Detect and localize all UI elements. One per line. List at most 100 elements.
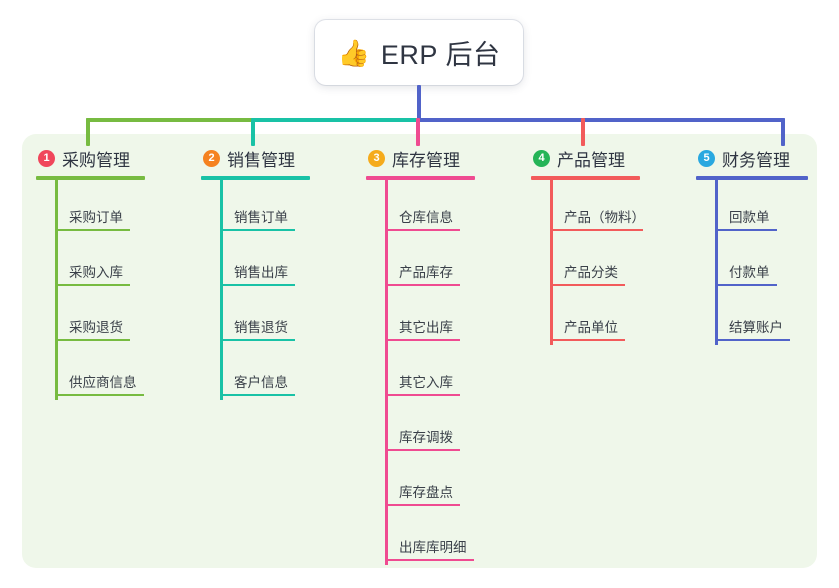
branch-items-5: 回款单付款单结算账户: [696, 180, 808, 345]
leaf-node[interactable]: 其它出库: [366, 290, 475, 345]
leaf-node-rule: [716, 339, 790, 341]
leaf-node[interactable]: 采购退货: [36, 290, 145, 345]
leaf-node-label: 供应商信息: [69, 375, 137, 390]
leaf-node-label: 付款单: [729, 265, 770, 280]
leaf-node-label: 结算账户: [729, 320, 783, 335]
branch-items-3: 仓库信息产品库存其它出库其它入库库存调拨库存盘点出库库明细: [366, 180, 475, 565]
leaf-node[interactable]: 产品（物料）: [531, 180, 645, 235]
leaf-node-rule: [386, 449, 460, 451]
leaf-node-rule: [221, 339, 295, 341]
drop-3: [416, 118, 420, 146]
leaf-node[interactable]: 采购入库: [36, 235, 145, 290]
branch-spine-3: [385, 180, 388, 565]
branch-header-5[interactable]: 5 财务管理: [696, 146, 808, 171]
leaf-node[interactable]: 产品库存: [366, 235, 475, 290]
branch-spine-2: [220, 180, 223, 400]
leaf-node[interactable]: 销售出库: [201, 235, 310, 290]
leaf-node-rule: [56, 339, 130, 341]
leaf-node-rule: [551, 339, 625, 341]
leaf-node[interactable]: 产品单位: [531, 290, 640, 345]
leaf-node-rule: [386, 559, 474, 561]
drop-5: [781, 118, 785, 146]
branch-items-4: 产品（物料） 产品分类产品单位: [531, 180, 645, 345]
drop-2: [251, 118, 255, 146]
leaf-node-label: 仓库信息: [399, 210, 453, 225]
leaf-node-label: 回款单: [729, 210, 770, 225]
branch-header-rule-5: [696, 176, 808, 180]
leaf-node[interactable]: 销售退货: [201, 290, 310, 345]
leaf-node[interactable]: 仓库信息: [366, 180, 475, 235]
branch-badge-3: 3: [368, 150, 385, 167]
root-node-content: 👍 ERP 后台: [338, 33, 501, 72]
leaf-node-rule: [386, 504, 460, 506]
leaf-node-label: 产品单位: [564, 320, 618, 335]
leaf-node-rule: [221, 229, 295, 231]
branch-badge-5: 5: [698, 150, 715, 167]
leaf-node-label: 其它出库: [399, 320, 453, 335]
drop-4: [581, 118, 585, 146]
leaf-node[interactable]: 客户信息: [201, 345, 310, 400]
leaf-node[interactable]: 销售订单: [201, 180, 310, 235]
branch-badge-2: 2: [203, 150, 220, 167]
leaf-node-label: 出库库明细: [399, 540, 467, 555]
branch-header-rule-4: [531, 176, 640, 180]
leaf-node-label: 销售订单: [234, 210, 288, 225]
leaf-node[interactable]: 库存调拨: [366, 400, 475, 455]
leaf-node-label: 其它入库: [399, 375, 453, 390]
leaf-node[interactable]: 库存盘点: [366, 455, 475, 510]
leaf-node-rule: [56, 229, 130, 231]
branch-spine-4: [550, 180, 553, 345]
trunk-segment-middle: [253, 118, 421, 122]
leaf-node-rule: [221, 284, 295, 286]
branch-header-rule-3: [366, 176, 475, 180]
leaf-node-rule: [551, 229, 643, 231]
branch-items-2: 销售订单销售出库销售退货客户信息: [201, 180, 310, 400]
leaf-node[interactable]: 供应商信息: [36, 345, 145, 400]
root-node-title: ERP 后台: [380, 40, 501, 70]
branch-badge-4: 4: [533, 150, 550, 167]
leaf-node-rule: [716, 229, 777, 231]
trunk-segment-left: [86, 118, 255, 122]
leaf-node-rule: [716, 284, 777, 286]
branch-column-3: 3 库存管理仓库信息产品库存其它出库其它入库库存调拨库存盘点出库库明细: [366, 146, 475, 565]
leaf-node[interactable]: 采购订单: [36, 180, 145, 235]
root-node[interactable]: 👍 ERP 后台: [315, 20, 523, 85]
leaf-node-rule: [221, 394, 295, 396]
leaf-node-label: 库存调拨: [399, 430, 453, 445]
leaf-node[interactable]: 付款单: [696, 235, 808, 290]
leaf-node-rule: [386, 284, 460, 286]
leaf-node-rule: [386, 339, 460, 341]
leaf-node-label: 客户信息: [234, 375, 288, 390]
branch-spine-1: [55, 180, 58, 400]
leaf-node[interactable]: 产品分类: [531, 235, 640, 290]
leaf-node-label: 库存盘点: [399, 485, 453, 500]
branch-column-5: 5 财务管理回款单付款单结算账户: [696, 146, 808, 345]
leaf-node-label: 采购入库: [69, 265, 123, 280]
leaf-node-rule: [386, 394, 460, 396]
branch-title-1: 采购管理: [62, 151, 130, 170]
leaf-node-label: 产品库存: [399, 265, 453, 280]
leaf-node-rule: [386, 229, 460, 231]
leaf-node[interactable]: 其它入库: [366, 345, 475, 400]
leaf-node-label: 产品（物料）: [564, 210, 645, 225]
branch-title-3: 库存管理: [392, 151, 460, 170]
leaf-node[interactable]: 回款单: [696, 180, 808, 235]
leaf-node[interactable]: 结算账户: [696, 290, 808, 345]
leaf-node-rule: [56, 284, 130, 286]
branch-title-5: 财务管理: [722, 151, 790, 170]
leaf-node-rule: [551, 284, 625, 286]
diagram-background-panel: [22, 134, 817, 568]
leaf-node-label: 采购订单: [69, 210, 123, 225]
leaf-node-label: 产品分类: [564, 265, 618, 280]
leaf-node-rule: [56, 394, 144, 396]
branch-header-3[interactable]: 3 库存管理: [366, 146, 475, 171]
leaf-node-label: 采购退货: [69, 320, 123, 335]
leaf-node[interactable]: 出库库明细: [366, 510, 475, 565]
